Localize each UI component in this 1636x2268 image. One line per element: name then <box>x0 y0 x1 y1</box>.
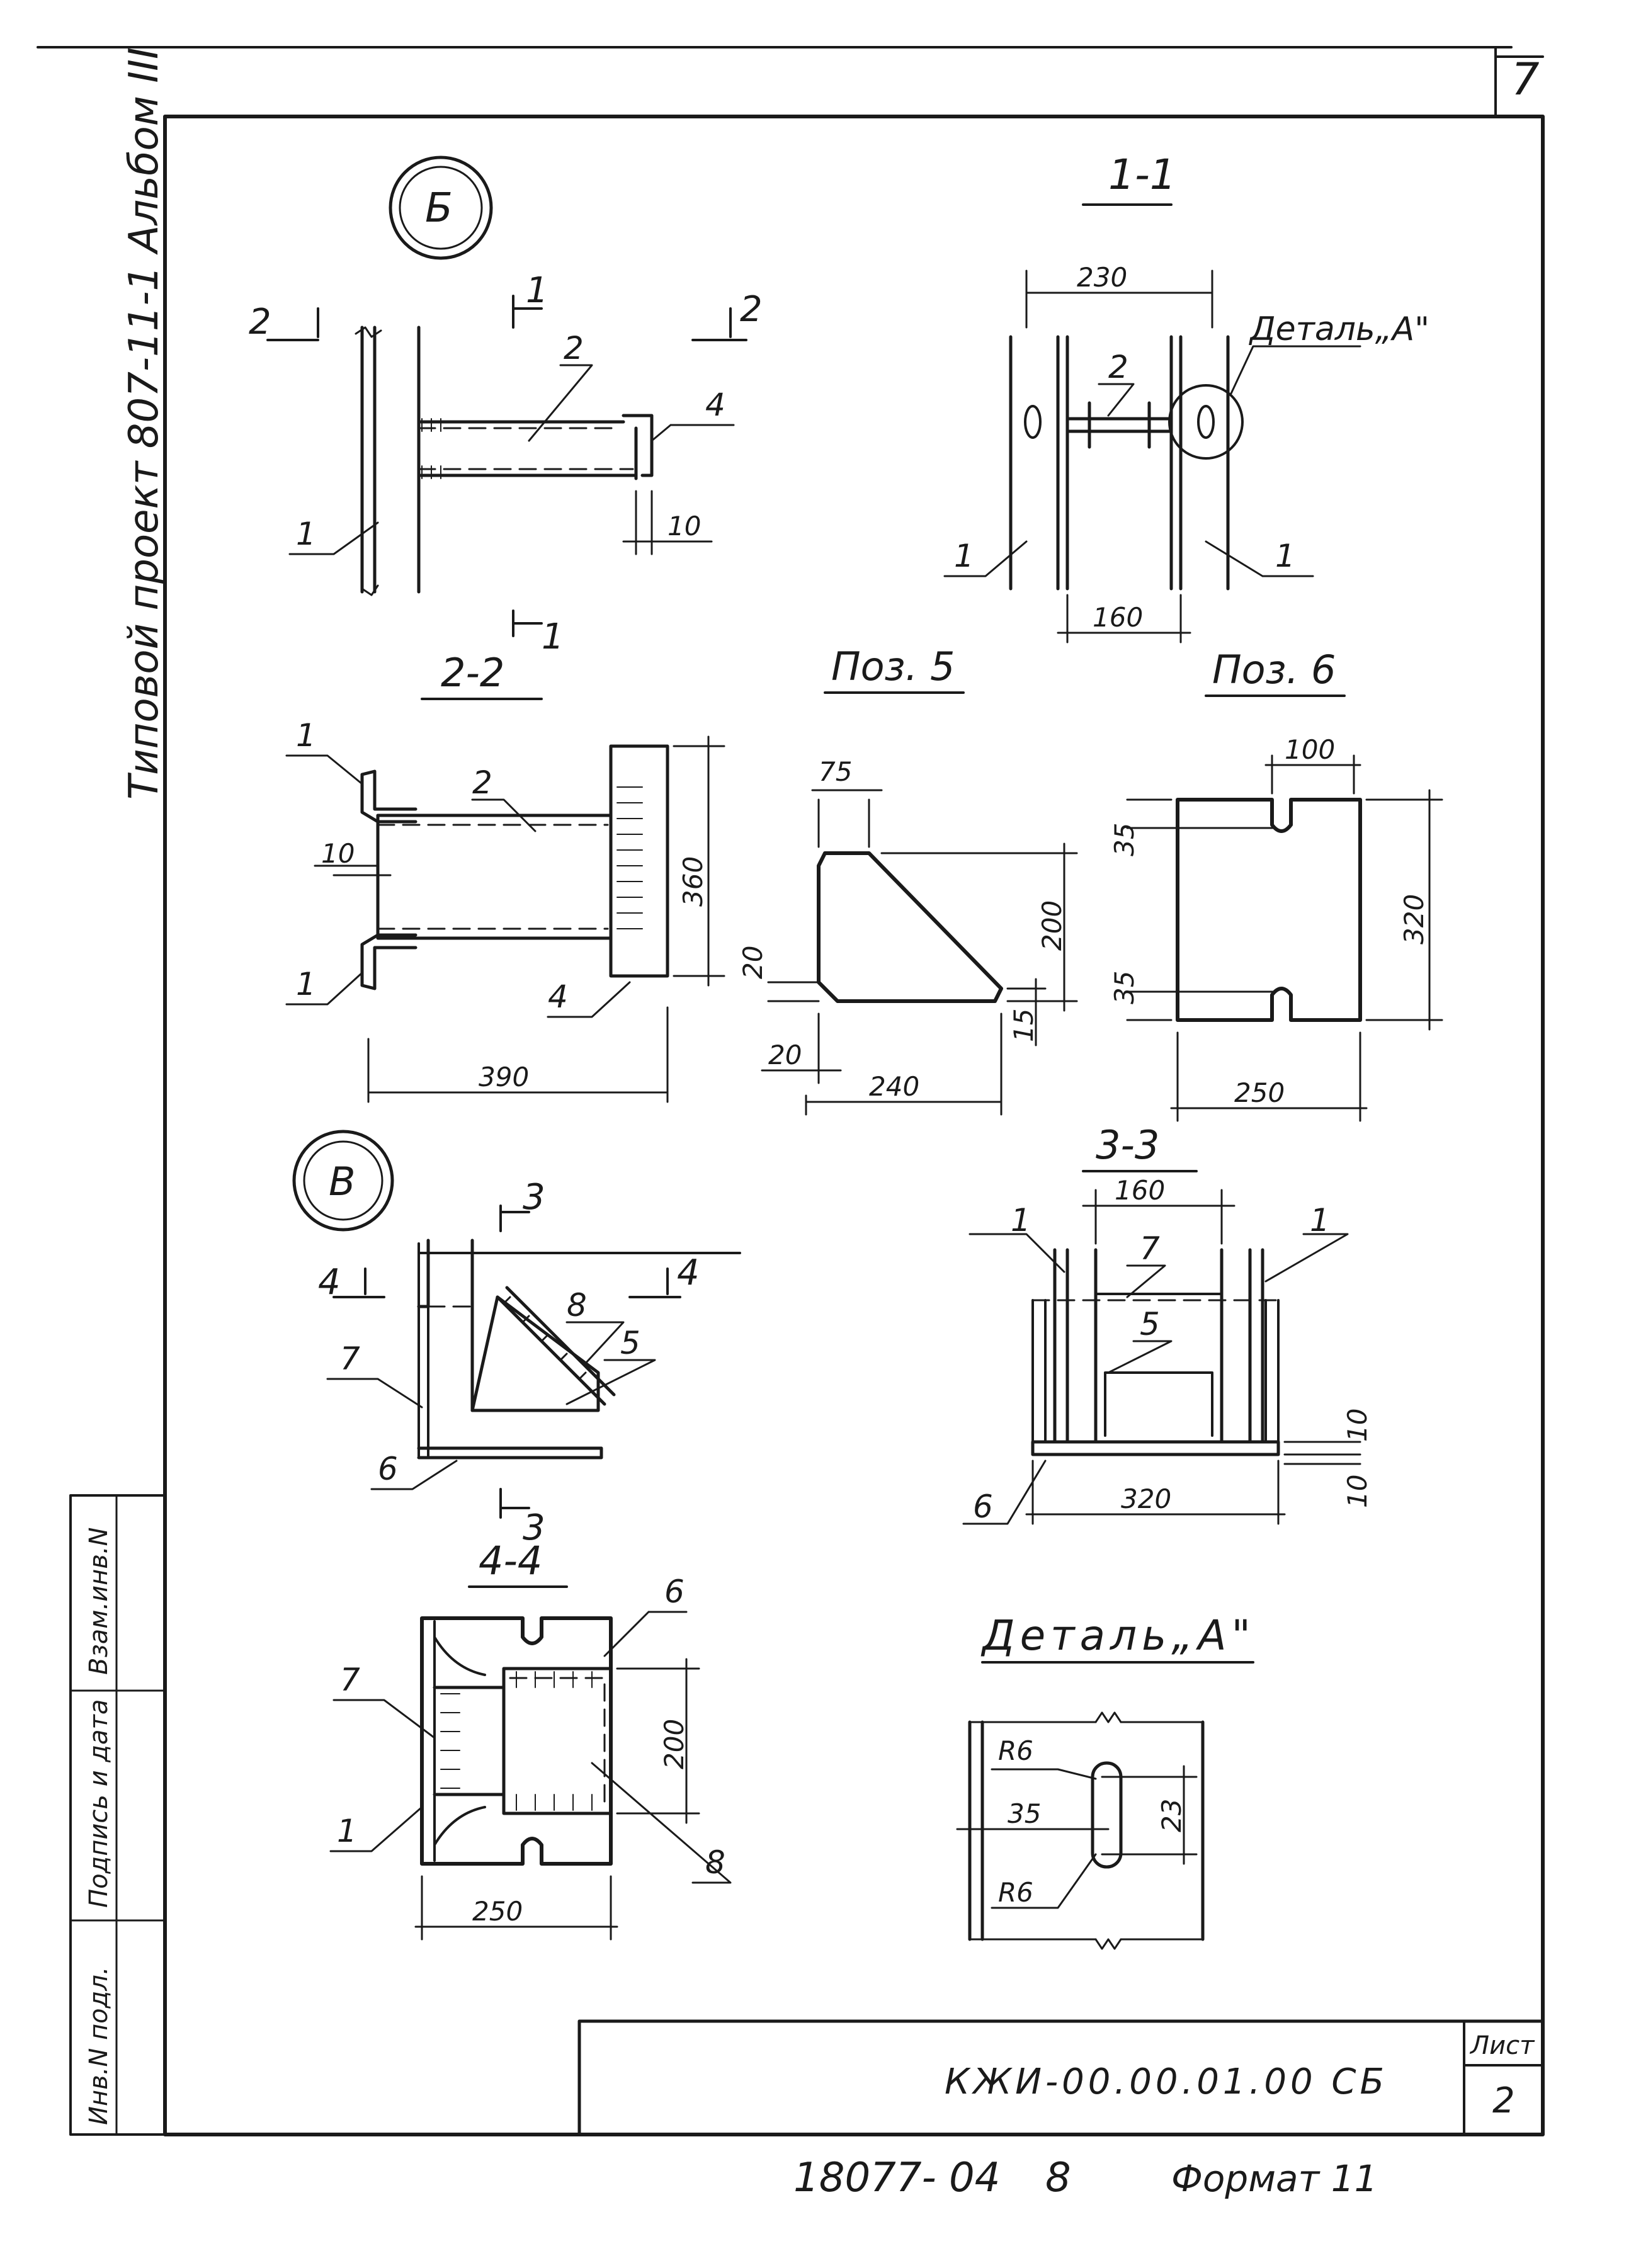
section-2-2-label-4: 4 <box>548 978 568 1015</box>
section-1-1-dim-230: 230 <box>1077 262 1127 293</box>
section-3-3-label-6: 6 <box>973 1488 993 1525</box>
pos-5-title: Поз. 5 <box>831 644 955 689</box>
section-3-3-label-7: 7 <box>1140 1230 1160 1267</box>
view-b-cut-2-left: 2 <box>249 302 271 343</box>
page-number: 7 <box>1511 54 1540 105</box>
detail-a-dim-23: 23 <box>1156 1799 1187 1832</box>
view-v-label-8: 8 <box>567 1287 587 1324</box>
pos-5-dim-20-bottom: 20 <box>768 1040 802 1070</box>
pos-6-title: Поз. 6 <box>1212 647 1336 693</box>
section-3-3-label-1-right: 1 <box>1310 1202 1330 1239</box>
pos-5-dim-200: 200 <box>1037 900 1067 951</box>
section-2-2: 2-2 360 10 390 1 1 2 4 <box>285 650 725 1103</box>
pos-6-dim-100: 100 <box>1285 734 1335 765</box>
view-v-cut-3-bottom: 3 <box>523 1507 545 1548</box>
view-b-label-4: 4 <box>705 387 725 423</box>
detail-a-radius-top: R6 <box>998 1735 1033 1766</box>
section-3-3: 3-3 160 10 10 320 1 1 7 5 6 <box>962 1122 1373 1525</box>
section-1-1-title: 1-1 <box>1108 150 1176 199</box>
section-1-1-label-1-left: 1 <box>954 538 974 574</box>
view-v: В 3 3 4 4 7 8 5 6 <box>292 1130 741 1548</box>
view-v-label-7: 7 <box>340 1341 360 1377</box>
pos-6: Поз. 6 100 35 35 320 250 <box>1109 647 1443 1122</box>
view-v-marker: В <box>329 1159 356 1205</box>
format-label: Формат 11 <box>1171 2157 1378 2200</box>
section-4-4-dim-200: 200 <box>659 1719 690 1769</box>
pos-5-dim-20-left: 20 <box>737 946 768 979</box>
pos-6-dim-35-top: 35 <box>1109 823 1140 856</box>
view-b-label-2: 2 <box>564 330 584 366</box>
title-block: КЖИ-00.00.01.00 СБ Лист 2 <box>577 2019 1545 2136</box>
view-v-label-6: 6 <box>378 1451 398 1487</box>
detail-a-radius-bottom: R6 <box>998 1877 1033 1908</box>
view-v-cut-4-right: 4 <box>677 1252 700 1293</box>
section-1-1-label-1-right: 1 <box>1275 538 1295 574</box>
title-designation: КЖИ-00.00.01.00 СБ <box>945 2061 1388 2102</box>
section-2-2-dim-390: 390 <box>479 1062 529 1092</box>
section-4-4-title: 4-4 <box>479 1538 542 1584</box>
pos-5: Поз. 5 75 200 20 20 15 240 <box>737 644 1078 1116</box>
view-v-cut-3-top: 3 <box>523 1177 545 1218</box>
section-1-1: 1-1 Деталь„А" 230 160 1 1 2 <box>943 150 1429 644</box>
section-3-3-label-5: 5 <box>1140 1306 1160 1342</box>
detail-a-title: Деталь„А" <box>980 1611 1256 1660</box>
section-2-2-title: 2-2 <box>441 650 504 696</box>
section-3-3-dim-10-bottom: 10 <box>1342 1475 1373 1508</box>
title-sheet-label: Лист <box>1469 2031 1535 2060</box>
pos-5-dim-15: 15 <box>1008 1009 1039 1042</box>
section-1-1-detail-ref: Деталь„А" <box>1249 310 1429 348</box>
section-1-1-label-2: 2 <box>1108 349 1128 385</box>
section-3-3-dim-10-top: 10 <box>1342 1409 1373 1442</box>
view-b-dim-10: 10 <box>667 511 701 541</box>
side-stamp: Взам.инв.N Подпись и дата Инв.N подл. <box>69 1494 166 2136</box>
section-2-2-dim-10: 10 <box>321 838 355 869</box>
section-4-4: 4-4 200 250 6 7 1 8 <box>329 1538 732 1941</box>
pos-6-dim-250: 250 <box>1234 1077 1285 1108</box>
section-3-3-dim-320: 320 <box>1121 1483 1171 1514</box>
section-2-2-dim-360: 360 <box>678 856 708 907</box>
view-b-cut-1-bottom: 1 <box>542 616 564 657</box>
view-b-label-1: 1 <box>296 516 316 552</box>
view-b: Б 1 1 2 2 1 2 4 10 <box>249 156 763 657</box>
view-b-cut-1-top: 1 <box>526 270 548 311</box>
section-4-4-label-8: 8 <box>705 1844 725 1881</box>
section-3-3-title: 3-3 <box>1096 1122 1159 1168</box>
stamp-replace-inv: Взам.инв.N <box>84 1528 113 1675</box>
sheet-frame: 7 <box>37 46 1545 2136</box>
view-v-cut-4-left: 4 <box>318 1262 341 1303</box>
stamp-sign-date: Подпись и дата <box>84 1699 113 1908</box>
section-4-4-dim-250: 250 <box>472 1896 523 1927</box>
section-2-2-label-1-bottom: 1 <box>296 966 316 1002</box>
stamp-inv-orig: Инв.N подл. <box>84 1966 113 2125</box>
detail-a: Деталь„А" 23 35 R6 R6 <box>956 1611 1256 1950</box>
section-1-1-dim-160: 160 <box>1093 602 1143 633</box>
view-v-label-5: 5 <box>620 1325 640 1361</box>
section-4-4-label-6: 6 <box>664 1573 685 1610</box>
detail-a-dim-35: 35 <box>1008 1798 1041 1829</box>
pos-5-dim-240: 240 <box>869 1071 919 1102</box>
title-sheet-number: 2 <box>1492 2080 1515 2121</box>
view-b-marker: Б <box>425 185 453 232</box>
section-3-3-dim-160: 160 <box>1115 1175 1165 1206</box>
section-4-4-label-7: 7 <box>340 1662 360 1698</box>
section-4-4-label-1: 1 <box>337 1813 357 1849</box>
view-b-cut-2-right: 2 <box>740 289 763 330</box>
pos-6-dim-320: 320 <box>1399 894 1429 944</box>
copy-number: 8 <box>1045 2155 1071 2201</box>
section-2-2-label-1-top: 1 <box>296 717 316 754</box>
section-2-2-label-2: 2 <box>472 764 492 801</box>
section-3-3-label-1-left: 1 <box>1011 1202 1031 1239</box>
pos-5-dim-75: 75 <box>819 756 852 787</box>
album-title: Типовой проект 807-11-1 Альбом III <box>121 47 168 800</box>
pos-6-dim-35-bottom: 35 <box>1109 971 1140 1004</box>
archive-number: 18077- 04 <box>793 2155 1000 2201</box>
